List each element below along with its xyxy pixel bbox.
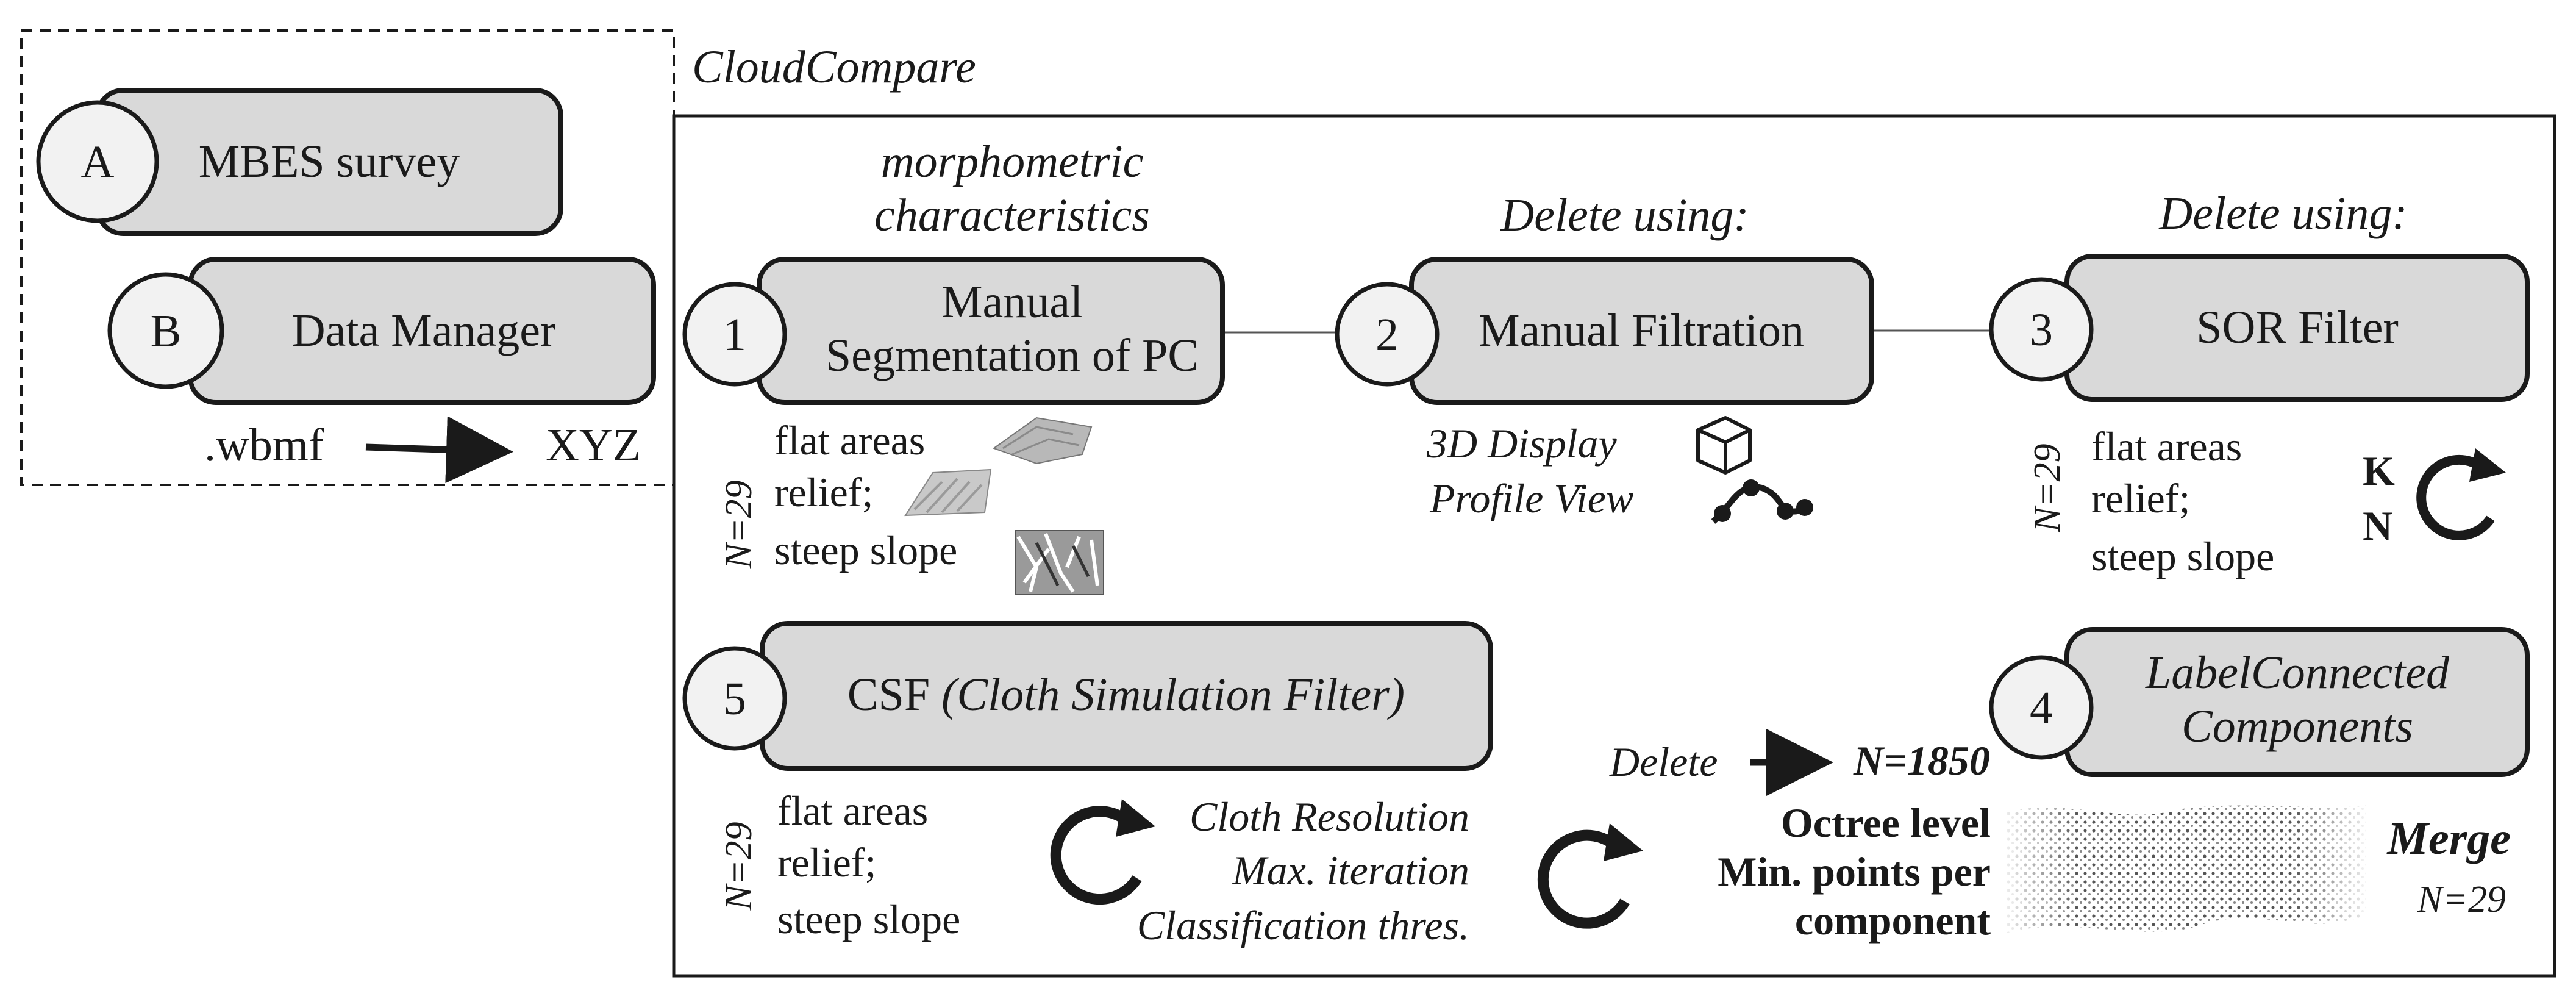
step1-manual-segmentation-node[interactable]: Manual Segmentation of PC 1 <box>682 257 1225 405</box>
step5-csf-node[interactable]: CSF (Cloth Simulation Filter) 5 <box>682 621 1493 771</box>
step5-param-cloth-resolution: Cloth Resolution <box>1190 794 1469 840</box>
conversion-arrow <box>365 416 513 484</box>
step3-item-flat-areas: flat areas <box>2091 423 2242 470</box>
step1-label-line2: Segmentation of PC <box>826 330 1199 381</box>
step2-tool-3d-display: 3D Display <box>1426 420 1617 467</box>
badge-2-label: 2 <box>1375 309 1399 360</box>
data-manager-node[interactable]: Data Manager B <box>107 257 656 405</box>
step4-param-min-points: Min. points per <box>1718 848 1991 895</box>
step1-item-relief: relief; <box>774 469 873 515</box>
step5-label: CSF (Cloth Simulation Filter) <box>847 669 1405 720</box>
step2-label: Manual Filtration <box>1479 305 1804 356</box>
badge-1: 1 <box>682 282 787 387</box>
step5-label-plain: CSF <box>847 669 941 720</box>
relief-terrain-thumbnail <box>904 468 992 517</box>
badge-1-label: 1 <box>723 309 746 360</box>
cycle-icon <box>1050 799 1155 905</box>
format-source-label: .wbmf <box>204 420 324 471</box>
step5-param-max-iteration: Max. iteration <box>1232 847 1469 894</box>
step5-n-count: N=29 <box>718 822 760 911</box>
step3-label: SOR Filter <box>2196 302 2399 353</box>
step5-label-italic: (Cloth Simulation Filter) <box>941 669 1405 720</box>
step4-merge-label: Merge <box>2386 813 2511 864</box>
step5-item-flat-areas: flat areas <box>777 787 928 834</box>
badge-a: A <box>36 100 159 223</box>
badge-3: 3 <box>1989 277 2094 382</box>
cycle-icon <box>2416 448 2506 540</box>
mbes-survey-label: MBES survey <box>199 136 460 187</box>
step1-heading-line1: morphometric <box>881 136 1144 187</box>
step1-item-steep-slope: steep slope <box>774 527 957 573</box>
badge-5: 5 <box>682 646 787 751</box>
flat-terrain-thumbnail <box>992 417 1093 465</box>
steep-slope-thumbnail <box>1015 530 1104 595</box>
step2-heading: Delete using: <box>1500 190 1749 241</box>
step1-n-count: N=29 <box>718 480 760 569</box>
step4-label-line1: LabelConnected <box>2145 647 2450 698</box>
point-cloud-thumbnail <box>2006 799 2366 945</box>
step4-label-line2: Components <box>2182 701 2413 752</box>
step3-item-steep-slope: steep slope <box>2091 533 2274 579</box>
step5-param-classification-thres: Classification thres. <box>1137 902 1469 948</box>
step2-tool-profile-view: Profile View <box>1429 475 1633 521</box>
badge-a-label: A <box>81 137 115 188</box>
format-target-label: XYZ <box>546 420 641 471</box>
badge-2: 2 <box>1335 282 1440 387</box>
badge-5-label: 5 <box>723 673 746 725</box>
step3-param-k: K <box>2363 448 2395 494</box>
step2-manual-filtration-node[interactable]: Manual Filtration 2 <box>1335 257 1874 405</box>
badge-b-label: B <box>151 306 182 357</box>
cloudcompare-title: CloudCompare <box>692 41 976 93</box>
badge-4-label: 4 <box>2030 683 2053 734</box>
step4-param-component: component <box>1795 897 1991 944</box>
step5-item-relief: relief; <box>777 839 876 886</box>
badge-3-label: 3 <box>2030 304 2053 356</box>
data-manager-label: Data Manager <box>292 305 556 356</box>
step3-sor-filter-node[interactable]: SOR Filter 3 <box>1989 254 2530 402</box>
step4-merge-n: N=29 <box>2417 879 2506 920</box>
cycle-icon <box>1537 823 1643 929</box>
badge-b: B <box>107 272 224 389</box>
mbes-survey-node[interactable]: MBES survey A <box>36 88 563 236</box>
badge-4: 4 <box>1989 655 2094 760</box>
input-panel: MBES survey A Data Manager B .wbmf XYZ <box>20 29 675 486</box>
step3-n-count: N=29 <box>2027 443 2068 532</box>
step3-heading: Delete using: <box>2158 188 2407 239</box>
step4-delete-label: Delete <box>1609 739 1718 785</box>
step3-item-relief: relief; <box>2091 475 2190 521</box>
step5-item-steep-slope: steep slope <box>777 896 960 942</box>
step4-delete-result: N=1850 <box>1853 737 1990 784</box>
step1-item-flat-areas: flat areas <box>774 417 925 464</box>
cube-icon <box>1696 416 1752 475</box>
step4-label-connected-components-node[interactable]: LabelConnected Components 4 <box>1989 627 2530 777</box>
step1-label-line1: Manual <box>941 276 1083 328</box>
step3-param-n: N <box>2363 503 2392 549</box>
step4-param-octree-level: Octree level <box>1781 800 1991 846</box>
cloudcompare-panel-border <box>672 114 2556 978</box>
profile-curve-icon <box>1711 479 1813 524</box>
step1-heading-line2: characteristics <box>874 190 1150 241</box>
